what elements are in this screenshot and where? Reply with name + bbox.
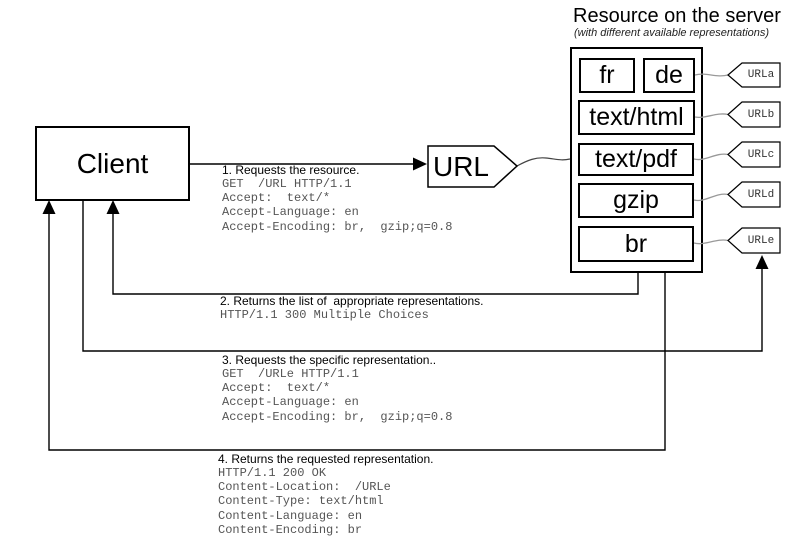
- step-3-label: 3. Requests the specific representation.…: [222, 353, 437, 367]
- url-tag-label-c: URLc: [747, 148, 775, 161]
- representation-label: fr: [599, 61, 615, 89]
- url-tag-label-e: URLe: [747, 234, 775, 247]
- step-3-annotation: 3. Requests the specific representation.…: [222, 353, 452, 424]
- url-tag-e-shape: [727, 227, 781, 254]
- http-request-line: GET /URLe HTTP/1.1: [222, 367, 359, 381]
- http-header-line: Accept-Encoding: br, gzip;q=0.8: [222, 409, 453, 424]
- step-4-annotation: 4. Returns the requested representation.…: [218, 452, 433, 537]
- client-box: Client: [35, 126, 190, 201]
- http-header-line: Accept-Encoding: br, gzip;q=0.8: [222, 219, 453, 234]
- step-2-line: [112, 213, 639, 295]
- url-tag-b-shape: [727, 101, 781, 128]
- connector-texthtml-to-urlb: [694, 113, 729, 119]
- url-tag-c-shape: [727, 141, 781, 168]
- http-header-line: Content-Language: en: [218, 508, 363, 523]
- url-node-shape: [427, 145, 519, 188]
- tag-connectors: [693, 73, 729, 245]
- url-tag-label-b: URLb: [747, 108, 775, 121]
- representation-label: de: [655, 61, 683, 89]
- step-4-arrowhead-icon: [42, 200, 56, 214]
- http-header-line: Accept: text/*: [222, 381, 331, 396]
- representation-box-br: br: [578, 226, 694, 262]
- http-header-line: Content-Type: text/html: [218, 494, 384, 509]
- http-header-line: Content-Encoding: br: [218, 522, 363, 537]
- representation-label: br: [624, 229, 648, 258]
- http-status-line: HTTP/1.1 200 OK: [218, 466, 327, 480]
- representation-label: gzip: [613, 186, 659, 214]
- step-4-label: 4. Returns the requested representation.: [218, 452, 434, 466]
- server-panel-subtitle: (with different available representation…: [574, 27, 770, 39]
- server-panel-title: Resource on the server: [573, 5, 781, 27]
- url-to-server-connector: [516, 157, 571, 167]
- connector-textpdf-to-urlc: [693, 153, 729, 161]
- http-request-line: GET /URL HTTP/1.1: [222, 177, 352, 191]
- step-4-return-arrow: [42, 200, 666, 451]
- step-2-arrowhead-icon: [106, 200, 120, 214]
- http-header-line: Accept-Language: en: [222, 395, 359, 410]
- step-3-line: [82, 201, 763, 352]
- step-2-label: 2. Returns the list of appropriate repre…: [220, 294, 484, 308]
- http-header-line: Content-Location: /URLe: [218, 480, 391, 495]
- step-3-arrowhead-icon: [755, 255, 769, 269]
- representation-box-fr: fr: [579, 58, 635, 93]
- representation-label: text/pdf: [595, 145, 677, 173]
- http-header-line: Accept-Language: en: [222, 205, 359, 220]
- connector-br-to-urle: [693, 239, 729, 245]
- url-tag-label-a: URLa: [747, 68, 775, 81]
- url-tags: [727, 62, 781, 254]
- step-3-request-arrow: [82, 201, 769, 352]
- url-tag-d-shape: [727, 181, 781, 208]
- url-tag-label-d: URLd: [747, 188, 775, 201]
- representation-box-text-html: text/html: [578, 100, 695, 135]
- step-2-return-arrow: [106, 200, 639, 295]
- connector-de-to-urla: [694, 73, 729, 77]
- http-header-line: Accept: text/*: [222, 191, 331, 206]
- step-2-annotation: 2. Returns the list of appropriate repre…: [220, 294, 483, 322]
- step-1-request-arrow: [190, 157, 427, 171]
- representation-box-de: de: [643, 58, 695, 93]
- http-status-line: HTTP/1.1 300 Multiple Choices: [220, 308, 429, 322]
- representation-label: text/html: [589, 103, 684, 131]
- representation-box-gzip: gzip: [578, 183, 694, 218]
- step-1-label: 1. Requests the resource.: [222, 163, 360, 177]
- representation-box-text-pdf: text/pdf: [578, 143, 694, 176]
- client-label: Client: [76, 147, 149, 179]
- step-4-line: [48, 213, 666, 451]
- step-1-arrowhead-icon: [413, 157, 427, 171]
- url-node-label: URL: [432, 150, 489, 182]
- step-1-annotation: 1. Requests the resource. GET /URL HTTP/…: [222, 163, 452, 234]
- connector-gzip-to-urld: [693, 193, 729, 202]
- url-tag-a-shape: [727, 62, 781, 88]
